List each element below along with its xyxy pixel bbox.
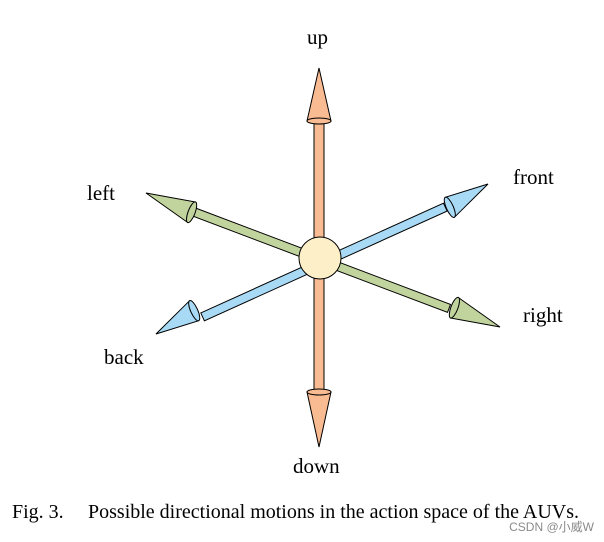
right-arrow bbox=[448, 296, 501, 328]
caption-number: Fig. 3. bbox=[12, 501, 64, 523]
label-back: back bbox=[104, 345, 144, 369]
label-front: front bbox=[513, 165, 554, 189]
center-node bbox=[298, 236, 342, 280]
watermark: CSDN @小威W bbox=[509, 520, 594, 534]
up-arrow bbox=[306, 67, 332, 125]
back-arrow bbox=[155, 299, 201, 335]
caption-text: Possible directional motions in the acti… bbox=[88, 501, 580, 523]
front-arrow bbox=[443, 183, 489, 219]
label-up: up bbox=[307, 25, 328, 49]
left-arrow bbox=[145, 192, 198, 224]
label-down: down bbox=[293, 454, 340, 478]
label-left: left bbox=[87, 181, 115, 205]
down-arrow bbox=[306, 388, 332, 448]
label-right: right bbox=[523, 303, 563, 327]
figure-caption: Fig. 3. Possible directional motions in t… bbox=[12, 502, 579, 522]
direction-diagram bbox=[145, 67, 501, 448]
